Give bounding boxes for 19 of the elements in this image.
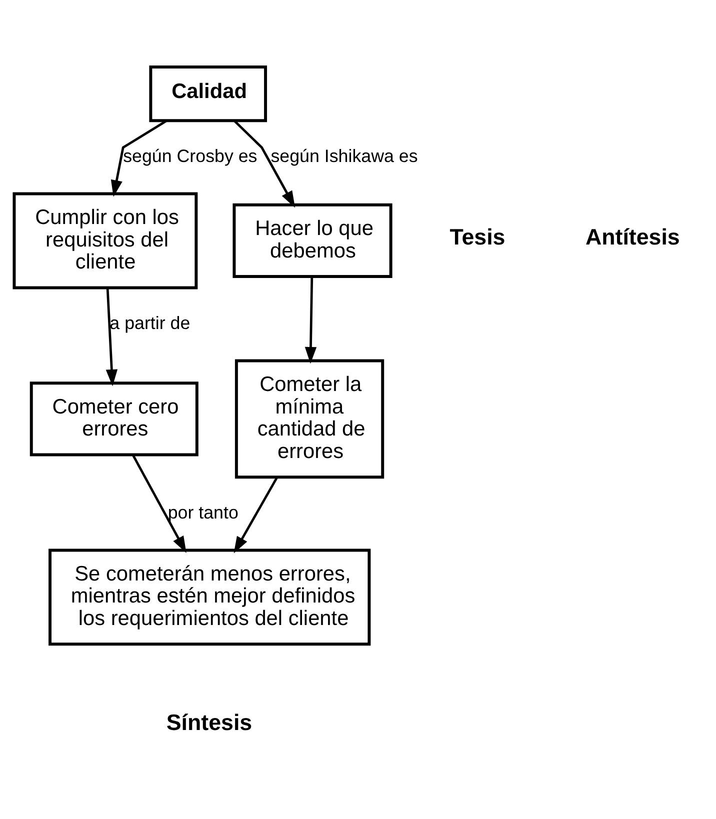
edge-label: a partir de (110, 312, 190, 332)
edge-label: por tanto (168, 502, 238, 522)
arrow (106, 287, 118, 386)
arrow (304, 276, 317, 364)
label: Tesis (450, 224, 506, 249)
node-box: Se cometerán menos errores, mientras estén mejor definidos los requerimientos del cliente (48, 548, 371, 646)
node-box: Hacer lo que debemos (232, 202, 392, 278)
node-box: Cometer la mínima cantidad de errores (234, 358, 384, 478)
arrow (110, 119, 168, 196)
label: Antítesis (585, 224, 680, 249)
node-box: Calidad (149, 64, 268, 122)
arrow (132, 454, 186, 552)
node-box: Cometer cero errores (30, 381, 198, 456)
arrow (234, 476, 278, 553)
label: Síntesis (166, 709, 252, 734)
edge-label: según Crosby es (123, 145, 258, 166)
arrow (234, 119, 296, 208)
edge-label: según Ishikawa es (270, 145, 418, 166)
node-box: Cumplir con los requisitos del cliente (12, 192, 198, 289)
